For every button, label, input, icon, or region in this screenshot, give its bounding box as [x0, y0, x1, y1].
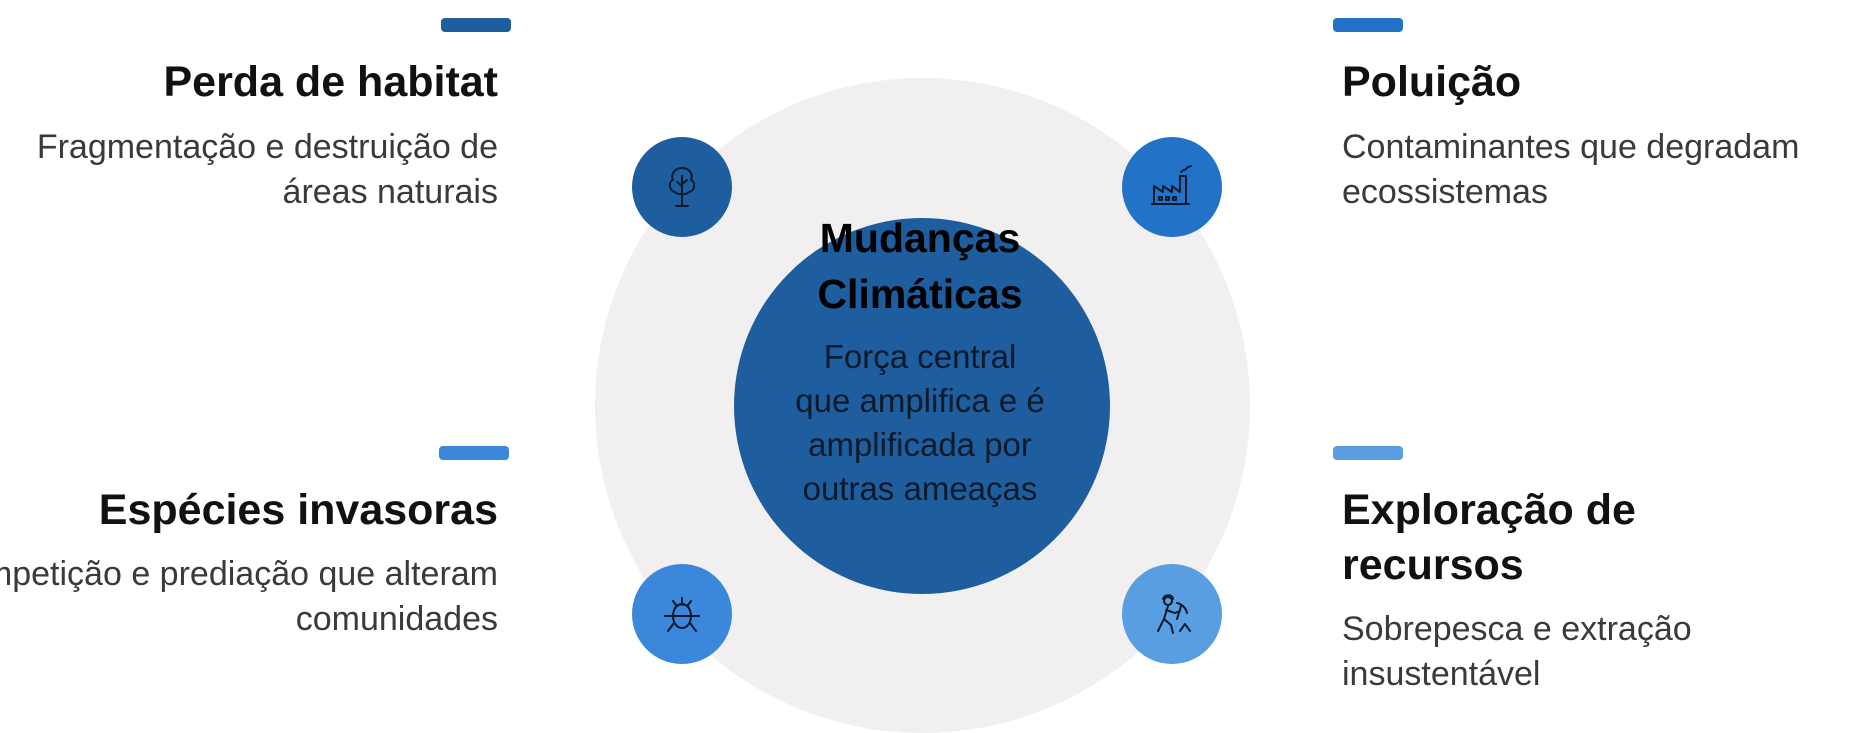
- core-circle: [734, 218, 1110, 594]
- bug-icon: [664, 597, 700, 632]
- habitat-title: Perda de habitat: [163, 58, 498, 106]
- invasive-title: Espécies invasoras: [98, 486, 498, 534]
- pollution-description: Contaminantes que degradam ecossistemas: [1342, 128, 1800, 211]
- invasive-description: Competição e prediação que alteram comun…: [0, 555, 498, 638]
- miner-icon: [1157, 594, 1191, 634]
- exploitation-accent-bar: [1333, 446, 1403, 460]
- habitat-icon-circle: [632, 137, 732, 237]
- invasive-accent-bar: [439, 446, 509, 460]
- pollution-title: Poluição: [1342, 58, 1522, 106]
- pollution-accent-bar: [1333, 18, 1403, 32]
- invasive-icon-circle: [632, 564, 732, 664]
- exploitation-description: Sobrepesca e extração insustentável: [1342, 610, 1692, 693]
- factory-icon: [1151, 165, 1192, 205]
- tree-icon: [668, 167, 696, 207]
- habitat-accent-bar: [441, 18, 511, 32]
- pollution-icon-circle: [1122, 137, 1222, 237]
- center-description: Força central que amplifica e é amplific…: [795, 338, 1045, 507]
- habitat-description: Fragmentação e destruição de áreas natur…: [36, 128, 498, 211]
- center-title: Mudanças Climáticas: [817, 215, 1023, 317]
- exploitation-icon-circle: [1122, 564, 1222, 664]
- exploitation-title: Exploração de recursos: [1342, 486, 1636, 589]
